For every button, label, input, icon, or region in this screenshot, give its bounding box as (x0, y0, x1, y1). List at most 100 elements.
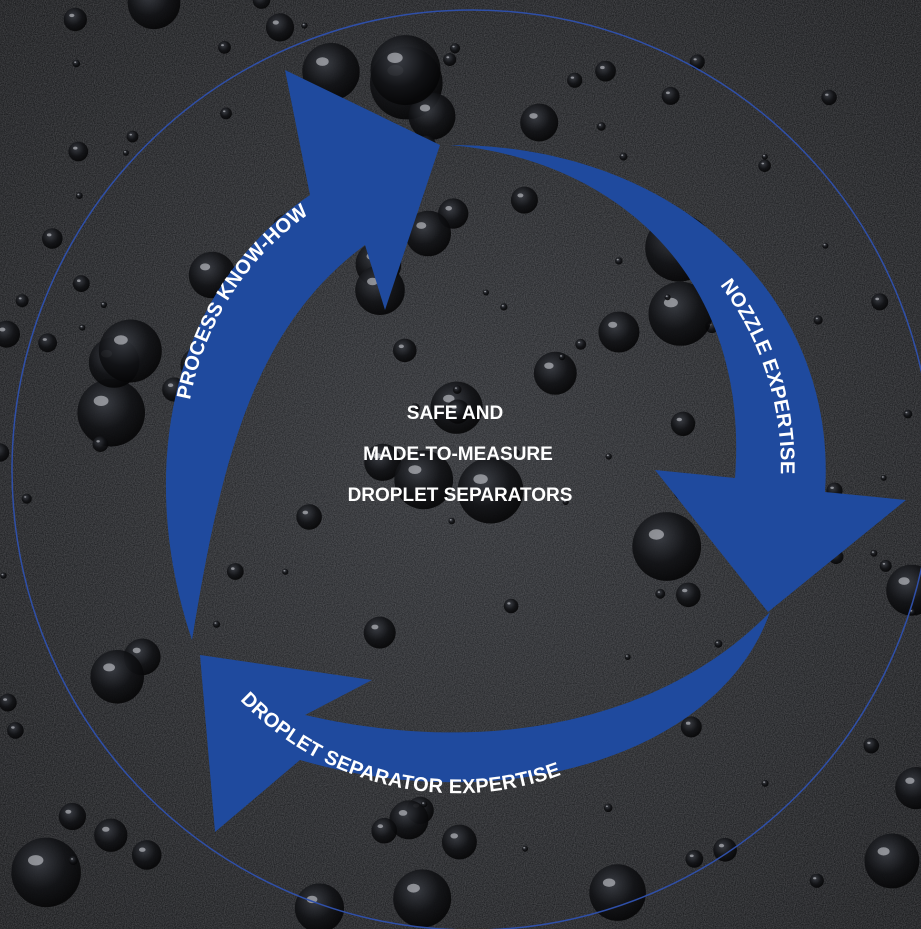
water-droplet (252, 0, 271, 9)
water-droplet (15, 294, 29, 308)
water-droplet (7, 722, 24, 739)
water-droplet-highlight (316, 57, 329, 66)
water-droplet-highlight (514, 450, 516, 453)
water-droplet (713, 837, 737, 862)
water-droplet (761, 779, 769, 787)
water-droplet-highlight (74, 61, 77, 63)
water-droplet (265, 13, 295, 42)
water-droplet (220, 107, 232, 120)
water-droplet (664, 294, 671, 301)
outer-ring (11, 9, 921, 929)
water-droplet-highlight (560, 355, 562, 357)
water-droplet-highlight (416, 222, 427, 229)
water-droplet-highlight (676, 417, 682, 422)
water-droplet-highlight (77, 279, 81, 283)
water-droplet-highlight (1, 573, 4, 576)
water-droplet (389, 800, 429, 840)
water-droplet-highlight (69, 13, 75, 18)
water-droplet-highlight (905, 411, 908, 414)
arrow-process-know-how (165, 70, 441, 640)
water-droplet-highlight (563, 500, 566, 502)
water-droplet (685, 850, 704, 868)
water-droplet (0, 693, 17, 712)
water-droplet-highlight (685, 721, 691, 725)
water-droplet-highlight (0, 327, 6, 332)
water-droplet (813, 315, 823, 325)
water-droplet-highlight (625, 655, 628, 657)
water-droplet-highlight (302, 23, 305, 26)
water-droplet-highlight (71, 858, 73, 860)
water-droplet (624, 654, 631, 660)
water-droplet (567, 72, 583, 88)
water-droplet-highlight (11, 726, 15, 729)
water-droplet-highlight (830, 486, 834, 489)
water-droplet-highlight (80, 325, 83, 328)
water-droplet-highlight (445, 206, 453, 211)
water-droplet-highlight (763, 154, 765, 157)
water-droplet-highlight (665, 295, 668, 298)
water-droplet-highlight (446, 56, 450, 59)
water-droplet-highlight (222, 110, 226, 113)
water-droplet (758, 159, 771, 172)
water-droplet (589, 864, 646, 921)
water-droplet (445, 399, 470, 424)
water-droplet-highlight (65, 809, 72, 814)
water-droplet (11, 837, 81, 908)
water-droplet-highlight (823, 243, 826, 246)
water-droplet (619, 152, 628, 161)
water-droplet-highlight (167, 383, 174, 388)
water-droplet (903, 409, 913, 419)
water-droplet-highlight (648, 529, 665, 540)
water-droplet-highlight (882, 562, 886, 565)
water-droplet-highlight (473, 474, 488, 484)
water-droplet (879, 559, 892, 572)
water-droplet-highlight (877, 847, 890, 856)
water-droplet-highlight (377, 824, 384, 829)
water-droplet-highlight (544, 362, 554, 369)
water-droplet-highlight (96, 440, 100, 443)
water-droplet-highlight (621, 154, 624, 156)
water-droplet (68, 141, 89, 162)
water-droplet-highlight (663, 297, 678, 308)
water-droplet (68, 856, 78, 865)
water-droplet (443, 53, 457, 66)
water-droplet-highlight (501, 304, 504, 307)
water-droplet-highlight (114, 335, 128, 345)
water-droplet (90, 650, 144, 704)
water-droplet (410, 403, 420, 413)
water-droplet (603, 803, 613, 813)
water-droplet-highlight (451, 405, 457, 410)
water-droplet-highlight (129, 133, 132, 136)
water-droplet (452, 385, 462, 394)
water-droplet (126, 130, 139, 143)
water-droplet-highlight (507, 602, 511, 605)
water-droplet (676, 582, 701, 608)
water-droplet (500, 303, 508, 311)
water-droplet (863, 737, 880, 754)
water-droplet (370, 35, 441, 106)
water-droplet (98, 319, 162, 383)
water-droplet-highlight (3, 698, 8, 701)
water-droplet-highlight (616, 258, 619, 261)
water-droplet-highlight (689, 854, 694, 858)
water-droplet (558, 353, 566, 361)
arrow-droplet-separator-expertise (200, 612, 770, 832)
center-title-line-2: MADE-TO-MEASURE (363, 444, 553, 465)
water-droplet-highlight (42, 338, 47, 341)
water-droplet-highlight (28, 855, 44, 866)
water-droplet-highlight (139, 847, 146, 852)
water-droplet (689, 54, 705, 70)
water-droplet-highlight (398, 344, 404, 349)
water-droplet-highlight (454, 387, 457, 389)
water-droplet (598, 311, 640, 353)
water-droplet (75, 192, 83, 200)
water-droplet (809, 873, 824, 888)
water-droplet-highlight (682, 588, 688, 593)
water-droplet (226, 563, 244, 580)
water-droplet-highlight (443, 394, 455, 403)
water-droplet (405, 210, 452, 257)
water-droplet (655, 588, 666, 599)
water-droplet-highlight (422, 802, 425, 804)
water-droplet (408, 92, 456, 140)
